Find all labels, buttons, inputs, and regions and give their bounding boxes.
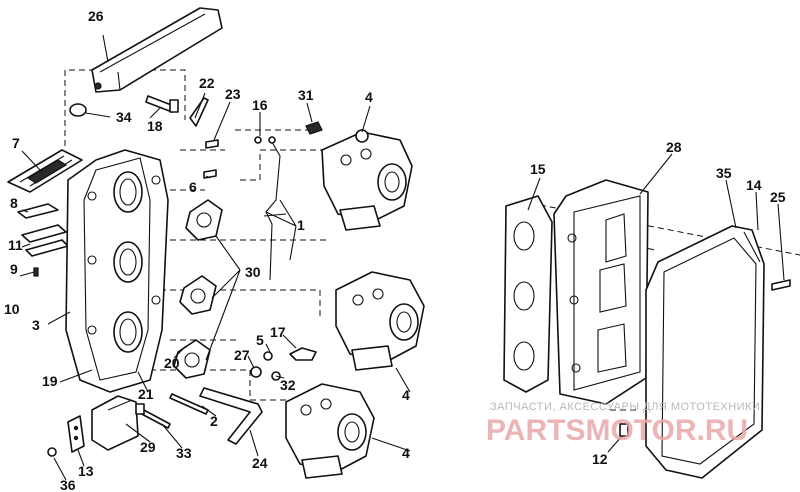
callout-35: 35 [716,165,732,181]
hose-24 [199,387,263,445]
watermark-brand: PARTSMOTOR.RU [486,414,748,447]
callout-9: 9 [10,261,18,277]
screw-33 [135,403,171,429]
bracket-29 [91,395,139,451]
callout-4-bottom: 4 [402,445,410,461]
reed-petal-11 [21,224,69,257]
callout-15: 15 [530,161,546,177]
plate-13 [67,415,85,453]
screw-25 [771,279,791,291]
callout-12: 12 [592,451,608,467]
adapter-plate-28 [553,179,649,405]
callout-27: 27 [234,347,250,363]
callout-1: 1 [297,217,305,233]
callout-16: 16 [252,97,268,113]
callout-6: 6 [189,179,197,195]
callout-33: 33 [176,445,192,461]
silencer-cover-14 [645,225,765,479]
intake-silencer-cover [91,7,223,93]
callout-17: 17 [270,324,286,340]
reed-plate [7,149,83,193]
callout-3: 3 [32,317,40,333]
callout-10: 10 [4,301,20,317]
callout-4-middle: 4 [402,387,410,403]
callout-31: 31 [298,87,314,103]
carburetor-top [321,129,413,231]
intake-manifold [65,149,169,393]
watermark-tagline: ЗАПЧАСТИ, АКСЕССУАРЫ ДЛЯ МОТОТЕХНИКИ [490,401,760,413]
grommet-34 [69,103,87,117]
callout-2: 2 [210,413,218,429]
callout-19: 19 [42,373,58,389]
callout-4-top: 4 [365,89,373,105]
reed-stop-8 [17,203,59,219]
callout-8: 8 [10,195,18,211]
callout-18: 18 [147,118,163,134]
linkage-rods [263,136,287,281]
callout-22: 22 [199,75,215,91]
callout-25: 25 [770,189,786,205]
callout-5: 5 [256,332,264,348]
callout-7: 7 [12,135,20,151]
leader-lines [19,34,785,481]
callout-29: 29 [140,439,156,455]
carburetor-middle [335,271,425,371]
callout-32: 32 [280,377,296,393]
callout-23: 23 [225,86,241,102]
callout-labels: 26 34 18 22 23 16 31 4 7 6 8 1 11 9 30 1… [4,8,786,492]
callout-26: 26 [88,8,104,24]
screw-9 [33,267,39,277]
small-hardware [189,97,323,381]
bolt-18 [145,95,179,113]
callout-14: 14 [746,177,762,193]
screw-12 [619,423,629,437]
screw-36 [47,447,57,457]
callout-30: 30 [245,264,261,280]
callout-11: 11 [8,237,23,253]
watermark: ЗАПЧАСТИ, АКСЕССУАРЫ ДЛЯ МОТОТЕХНИКИ PAR… [486,401,760,447]
callout-13: 13 [78,463,94,479]
callout-21: 21 [138,386,154,402]
gasket-15 [503,195,553,393]
callout-20: 20 [164,355,180,371]
callout-36: 36 [60,477,76,492]
callout-34: 34 [116,109,132,125]
carburetor-bottom [285,383,375,479]
callout-28: 28 [666,139,682,155]
screw-2 [169,393,209,415]
callout-24: 24 [252,455,268,471]
